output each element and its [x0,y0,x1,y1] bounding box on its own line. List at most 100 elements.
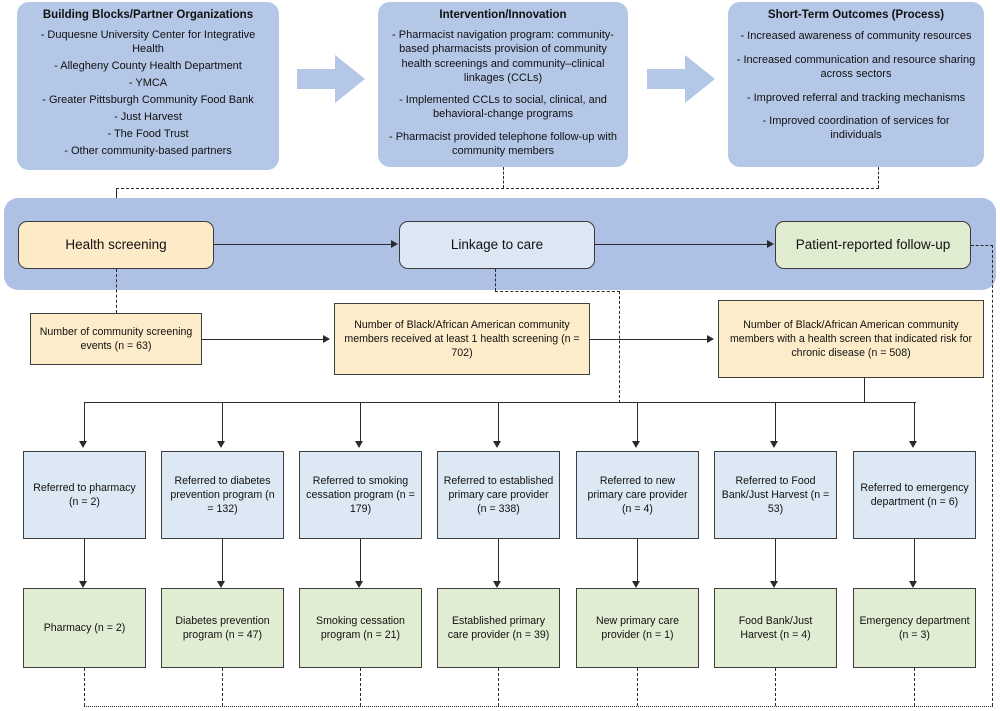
panel-title: Building Blocks/Partner Organizations [42,9,254,21]
referral-box-label: Referred to diabetes prevention program … [170,474,275,516]
dashed-drop-outcomes [878,167,879,188]
bus-arrowhead-4 [493,441,501,448]
panel-line: - Improved referral and tracking mechani… [746,91,966,104]
referral-to-outcome-line-4 [498,539,500,583]
count-box-label: Number of community screening events (n … [39,325,193,352]
panel-line: - Improved coordination of services for … [762,115,950,142]
process-step-label: Patient-reported follow-up [795,236,951,252]
dashed-return-1 [84,668,85,706]
referral-box-diabetes-prevention[interactable]: Referred to diabetes prevention program … [161,451,284,539]
panel-title: Intervention/Innovation [439,9,567,21]
panel-building-blocks: Building Blocks/Partner Organizations - … [17,2,279,170]
dashed-drop-to-count-1 [116,269,117,313]
dashed-return-2 [222,668,223,706]
band-arrow-line-1 [214,244,392,246]
count-box-screening-events[interactable]: Number of community screening events (n … [30,313,202,365]
outcome-box-new-primary-care[interactable]: New primary care provider (n = 1) [576,588,699,668]
referral-to-outcome-arrowhead-5 [632,581,640,588]
referral-box-new-primary-care[interactable]: Referred to new primary care provider (n… [576,451,699,539]
referral-box-food-bank[interactable]: Referred to Food Bank/Just Harvest (n = … [714,451,837,539]
panel-line: - Other community-based partners [64,145,232,158]
process-step-linkage-to-care[interactable]: Linkage to care [399,221,595,269]
referral-to-outcome-arrowhead-6 [770,581,778,588]
panel-line: - Allegheny County Health Department [54,60,242,73]
count-arrowhead-2 [707,335,714,343]
block-arrow-right-2 [647,55,715,103]
dashed-drop-linkage [495,269,496,291]
referral-box-pharmacy[interactable]: Referred to pharmacy (n = 2) [23,451,146,539]
referral-to-outcome-line-3 [360,539,362,583]
outcome-box-established-primary-care[interactable]: Established primary care provider (n = 3… [437,588,560,668]
bus-drop-4 [498,402,500,443]
outcome-box-label: Emergency department (n = 3) [859,614,970,641]
outcome-box-label: New primary care provider (n = 1) [595,614,679,641]
band-arrow-line-2 [595,244,767,246]
referral-to-outcome-arrowhead-3 [355,581,363,588]
referral-box-emergency-department[interactable]: Referred to emergency department (n = 6) [853,451,976,539]
referral-box-label: Referred to emergency department (n = 6) [860,481,969,508]
outcome-box-label: Food Bank/Just Harvest (n = 4) [738,614,813,641]
panel-line: - Increased awareness of community resou… [740,30,972,43]
referral-box-label: Referred to Food Bank/Just Harvest (n = … [721,474,830,516]
dashed-return-7 [914,668,915,706]
outcome-box-food-bank[interactable]: Food Bank/Just Harvest (n = 4) [714,588,837,668]
referral-box-label: Referred to established primary care pro… [443,474,554,516]
referral-box-smoking-cessation[interactable]: Referred to smoking cessation program (n… [299,451,422,539]
count-box-members-screened[interactable]: Number of Black/African American communi… [334,303,590,375]
panel-short-term-outcomes: Short-Term Outcomes (Process) - Increase… [728,2,984,167]
bus-arrowhead-7 [909,441,917,448]
panel-line: - Pharmacist navigation program: communi… [392,29,614,84]
panel-line: - Greater Pittsburgh Community Food Bank [42,94,254,107]
outcome-box-label: Pharmacy (n = 2) [43,621,126,634]
referral-box-established-primary-care[interactable]: Referred to established primary care pro… [437,451,560,539]
dashed-feedback-top [971,245,993,246]
bus-drop-7 [914,402,916,443]
outcome-box-smoking-cessation[interactable]: Smoking cessation program (n = 21) [299,588,422,668]
outcome-box-emergency-department[interactable]: Emergency department (n = 3) [853,588,976,668]
distribution-bus [84,402,916,404]
process-step-label: Linkage to care [450,236,544,252]
bus-drop-6 [775,402,777,443]
count-arrow-line-2 [590,339,708,341]
dashed-return-3 [360,668,361,706]
process-step-label: Health screening [65,236,167,252]
panel-line: - Just Harvest [114,111,182,124]
bus-feed-line [864,378,866,403]
outcome-box-label: Established primary care provider (n = 3… [447,614,550,641]
dashed-jog-linkage [495,291,620,292]
panel-line: - Implemented CCLs to social, clinical, … [399,94,607,121]
panel-line: - The Food Trust [107,128,189,141]
band-arrowhead-2 [767,240,774,248]
panel-line: - Duquesne University Center for Integra… [40,28,256,55]
dashed-bus-top [116,188,879,189]
referral-to-outcome-line-1 [84,539,86,583]
dashed-return-4 [498,668,499,706]
bus-arrowhead-1 [79,441,87,448]
referral-box-label: Referred to pharmacy (n = 2) [33,481,136,508]
outcome-box-diabetes-prevention[interactable]: Diabetes prevention program (n = 47) [161,588,284,668]
panel-line: - Pharmacist provided telephone follow-u… [388,130,618,157]
bus-arrowhead-6 [770,441,778,448]
panel-title: Short-Term Outcomes (Process) [767,9,945,21]
dashed-return-bus [84,706,993,707]
referral-to-outcome-arrowhead-1 [79,581,87,588]
referral-to-outcome-arrowhead-2 [217,581,225,588]
referral-to-outcome-arrowhead-4 [493,581,501,588]
count-box-label: Number of Black/African American communi… [344,318,580,360]
process-step-health-screening[interactable]: Health screening [18,221,214,269]
panel-intervention-innovation: Intervention/Innovation - Pharmacist nav… [378,2,628,167]
process-step-patient-reported-follow-up[interactable]: Patient-reported follow-up [775,221,971,269]
outcome-box-label: Diabetes prevention program (n = 47) [175,614,270,641]
referral-box-label: Referred to new primary care provider (n… [587,474,688,516]
count-box-members-at-risk[interactable]: Number of Black/African American communi… [718,300,984,378]
bus-drop-5 [637,402,639,443]
referral-to-outcome-line-7 [914,539,916,583]
dashed-return-5 [637,668,638,706]
dashed-drop-intervention [503,167,504,188]
panel-line: - Increased communication and resource s… [736,53,976,81]
bus-drop-3 [360,402,362,443]
outcome-box-pharmacy[interactable]: Pharmacy (n = 2) [23,588,146,668]
outcome-box-label: Smoking cessation program (n = 21) [316,614,405,641]
bus-drop-1 [84,402,86,443]
